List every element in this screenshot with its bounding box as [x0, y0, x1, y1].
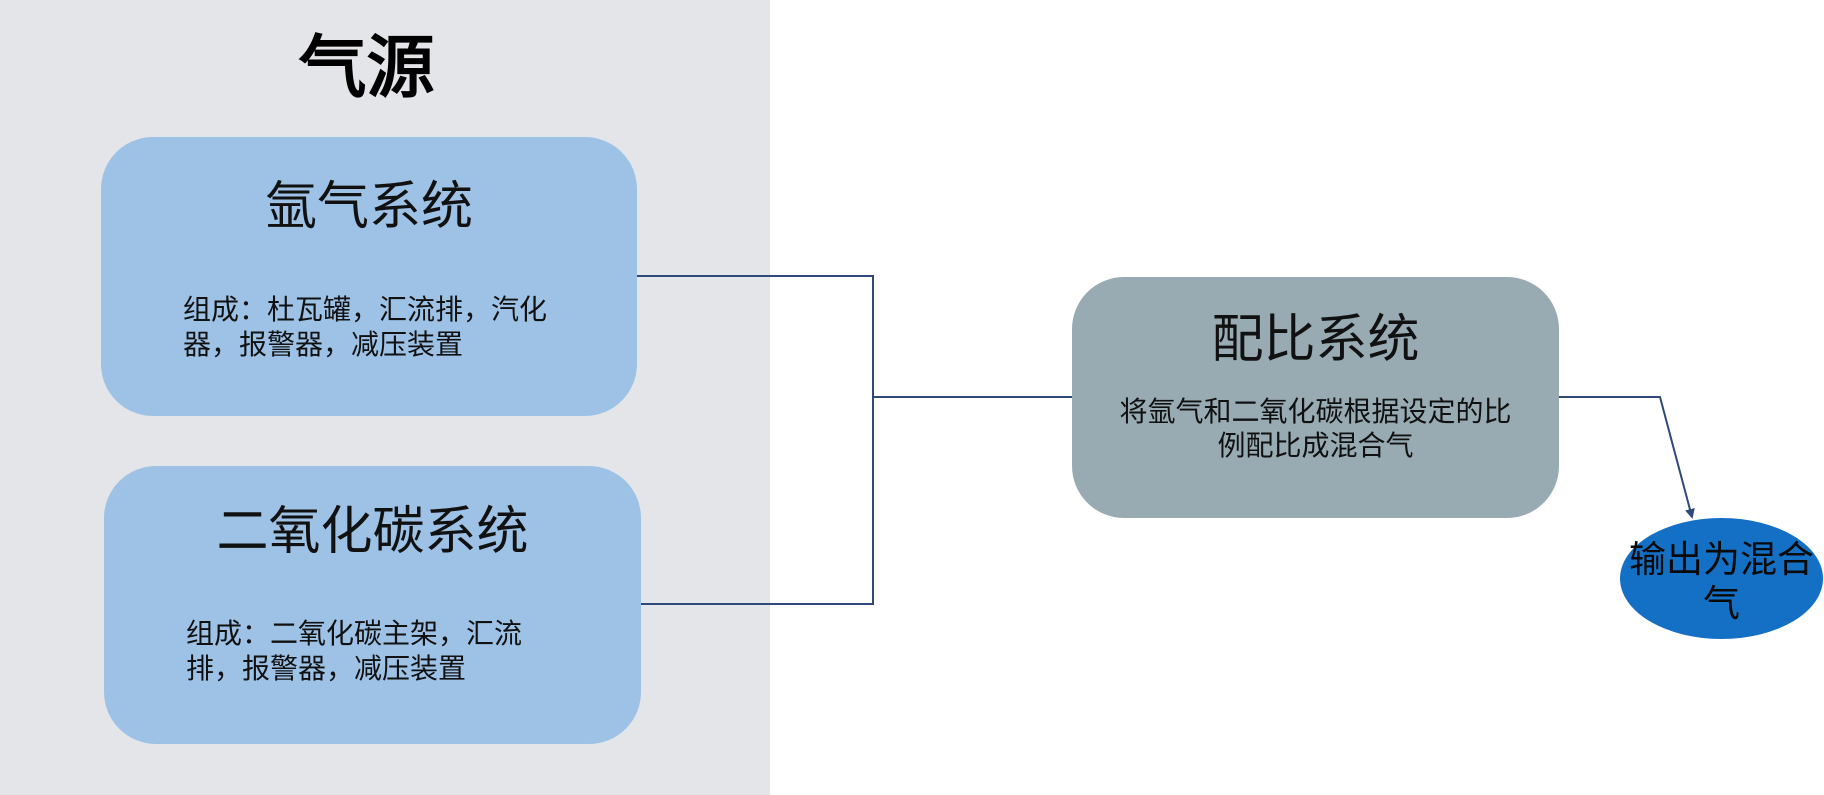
ratio-system-description: 将氩气和二氧化碳根据设定的比例配比成混合气 [1119, 395, 1512, 462]
co2-system-title: 二氧化碳系统 [216, 502, 529, 562]
argon-system-title: 氩气系统 [264, 177, 473, 237]
argon-system-description: 组成：杜瓦罐，汇流排，汽化器，报警器，减压装置 [183, 293, 548, 361]
gas-source-title: 气源 [298, 29, 435, 108]
ratio-system-box: 配比系统 将氩气和二氧化碳根据设定的比例配比成混合气 [1072, 277, 1559, 518]
co2-system-description: 组成：二氧化碳主架，汇流排，报警器，减压装置 [186, 617, 523, 685]
argon-system-box: 氩气系统 组成：杜瓦罐，汇流排，汽化器，报警器，减压装置 [101, 137, 637, 416]
output-label: 输出为混合气 [1629, 538, 1814, 625]
ratio-to-output-arrow [1559, 396, 1695, 519]
argon-to-junction-line [637, 275, 874, 605]
co2-system-box: 二氧化碳系统 组成：二氧化碳主架，汇流排，报警器，减压装置 [104, 466, 641, 744]
output-ellipse: 输出为混合气 [1620, 518, 1823, 639]
ratio-system-title: 配比系统 [1211, 310, 1420, 370]
